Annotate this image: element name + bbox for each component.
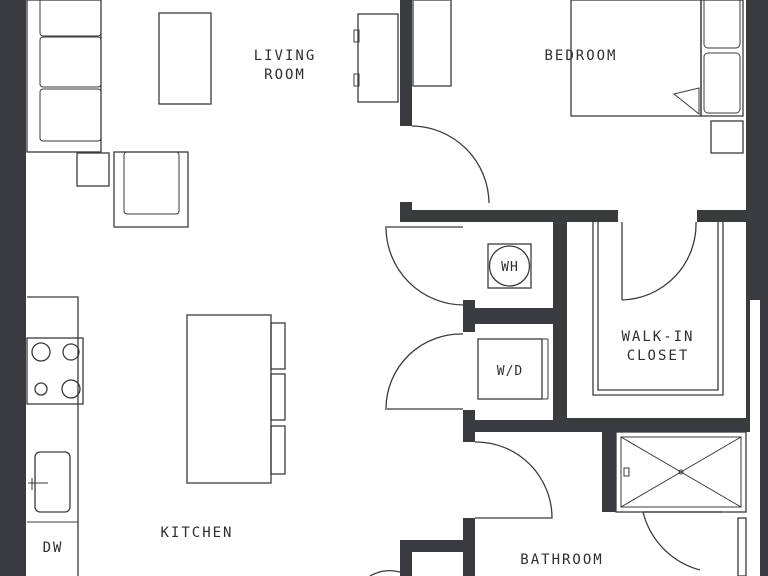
dishwasher-label: DW: [43, 540, 64, 556]
pillow: [703, 52, 741, 114]
wh-bottom-wall: [463, 308, 567, 324]
bedroom-label: BEDROOM: [544, 48, 617, 64]
washer-dryer: [477, 338, 543, 400]
bathroom-label: BATHROOM: [520, 552, 603, 568]
bath-entry-top: [400, 540, 475, 552]
closet-shelf: [597, 222, 719, 391]
living-room-label: LIVING: [254, 48, 317, 64]
bedroom-bottom-wall: [400, 210, 618, 222]
dresser: [412, 0, 452, 87]
sofa-cushion: [39, 36, 102, 88]
right-exterior-wall-lower: [760, 300, 768, 576]
sink: [34, 451, 71, 513]
walkin-closet-label: CLOSET: [627, 348, 690, 364]
shower-pan: [620, 436, 742, 508]
kitchen-island: [186, 314, 272, 484]
bedroom-furniture: BEDROOM: [412, 0, 744, 154]
console-knob: [353, 29, 360, 43]
walkin-closet-door: [621, 221, 697, 301]
burner: [62, 343, 80, 361]
armchair-seat: [123, 151, 180, 215]
wh-closet-door: [385, 226, 464, 306]
water-heater: [488, 245, 531, 287]
coffee-table: [158, 12, 212, 105]
cooktop: [26, 337, 84, 405]
headboard: [700, 0, 744, 117]
bar-stool: [270, 373, 286, 421]
shower-door: [642, 511, 722, 571]
walkin-closet: WALK-IN CLOSET: [592, 222, 724, 396]
sofa-cushion: [39, 0, 102, 37]
kitchen-label: KITCHEN: [160, 525, 233, 541]
walkin-closet-label: WALK-IN: [621, 329, 694, 345]
washer-dryer-label: W/D: [497, 364, 523, 379]
bedroom-left-wall: [400, 0, 412, 126]
bathroom-door: [474, 441, 553, 519]
kitchen-fixtures: DW KITCHEN: [26, 296, 286, 576]
kitchen-counter: [27, 296, 79, 576]
bar-stool: [270, 322, 286, 370]
pillow: [703, 0, 741, 49]
living-room-furniture: LIVING ROOM: [26, 0, 399, 228]
burner: [61, 379, 81, 399]
shower-wall: [602, 420, 616, 512]
bedroom-door: [411, 125, 490, 204]
burner: [31, 342, 51, 362]
burner: [34, 382, 48, 396]
nightstand: [710, 120, 744, 154]
left-exterior-wall: [0, 0, 26, 576]
water-heater-label: WH: [501, 260, 519, 275]
shower-valve: [623, 467, 630, 477]
sofa: [26, 0, 102, 153]
living-room-label: ROOM: [264, 67, 306, 83]
armchair: [113, 151, 189, 228]
shower-drain-line: [620, 436, 742, 508]
shower-drain: [678, 469, 684, 475]
side-table: [76, 152, 110, 187]
right-exterior-wall: [746, 0, 768, 300]
utility-fixtures: WH W/D: [477, 243, 549, 400]
doors: [369, 125, 722, 576]
console-knob: [353, 73, 360, 87]
vanity: [737, 517, 747, 576]
wh-left-wall-stub: [463, 300, 475, 332]
bathroom-fixtures: BATHROOM: [520, 431, 747, 576]
bed-fold: [672, 87, 700, 116]
bath-top-wall: [463, 420, 603, 432]
media-console: [357, 13, 399, 103]
wd-closet-door: [385, 333, 464, 410]
water-heater-box: [487, 243, 532, 289]
shower: [615, 431, 747, 513]
sofa-cushion: [39, 88, 102, 142]
closet-right-wall: [746, 222, 750, 432]
faucet: [28, 478, 48, 490]
bedroom-bottom-wall-right: [697, 210, 748, 222]
bar-stool: [270, 425, 286, 475]
entry-door: [369, 570, 401, 576]
closet-shelf: [592, 222, 724, 396]
